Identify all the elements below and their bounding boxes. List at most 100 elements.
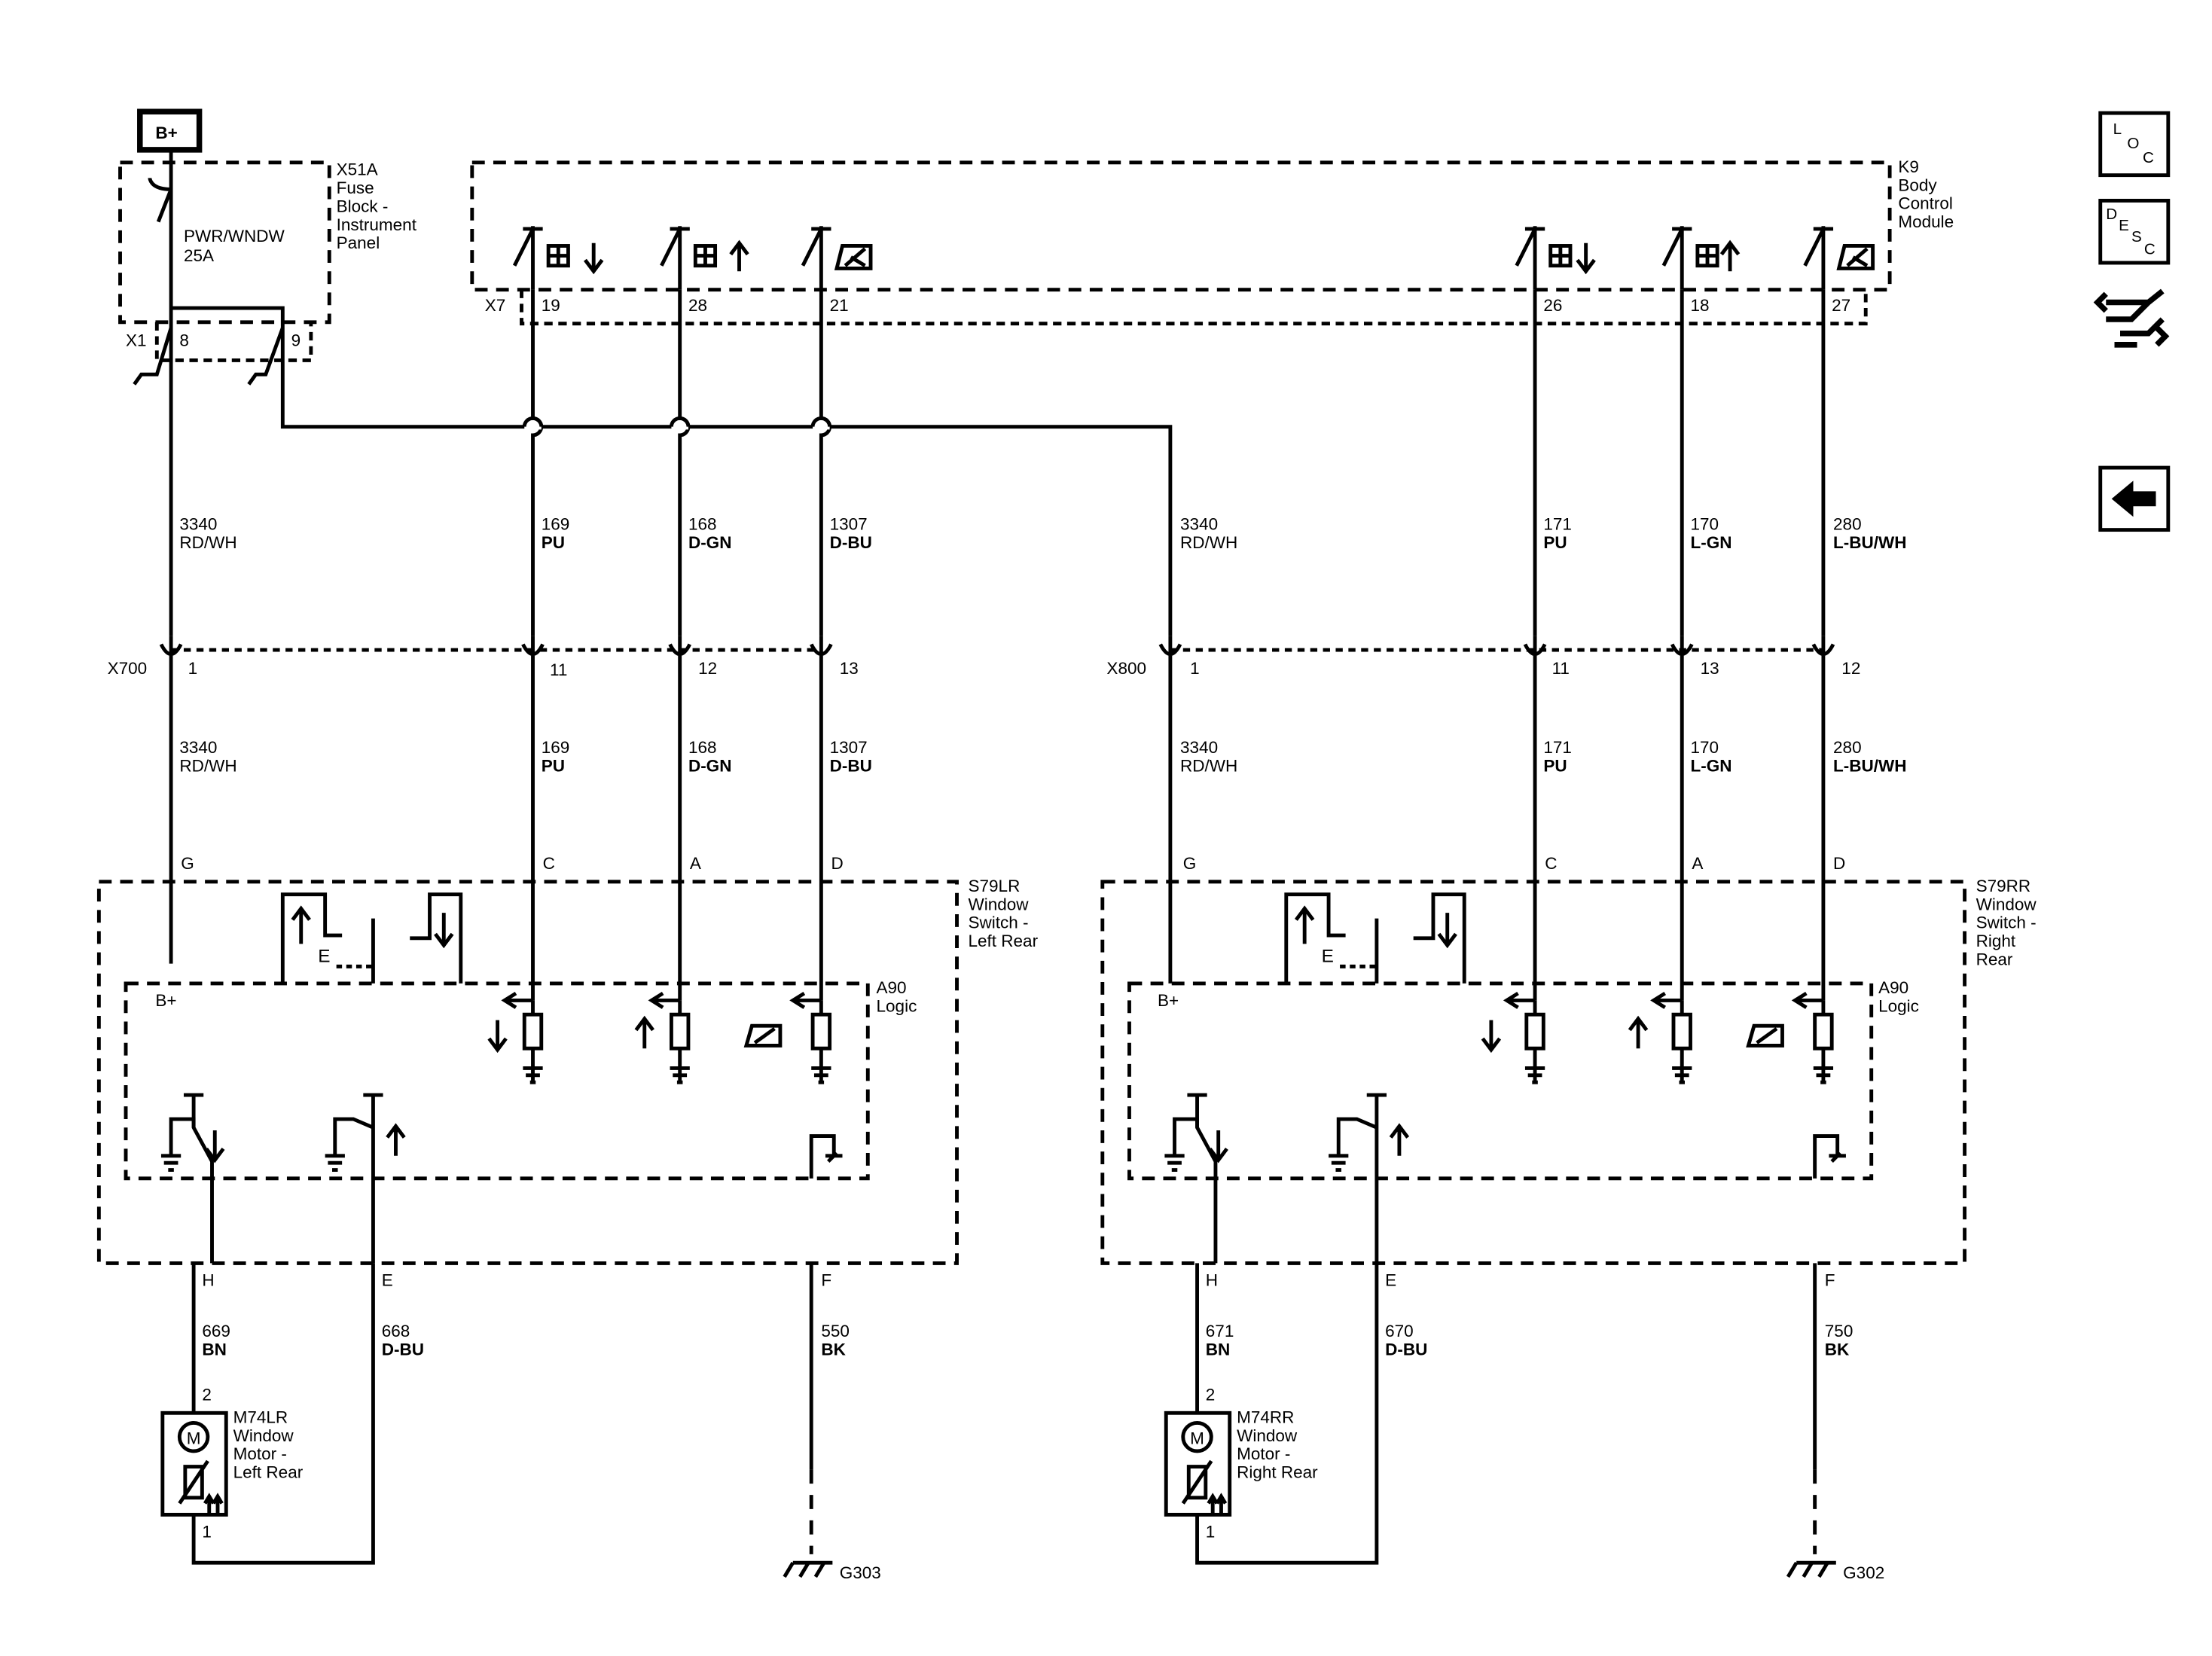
wire-circuit-label: 170 [1691,738,1719,757]
fuse-block-name-3: Instrument [337,215,417,234]
back-button-frame[interactable] [2098,465,2171,532]
fuse-rating: 25A [184,246,214,265]
x800-pin: 12 [1841,659,1860,678]
wire-circuit-label: 168 [688,738,717,757]
left-logic-name: Logic [877,996,917,1015]
wire-color-label: PU [1543,756,1567,775]
wire-circuit-label: 550 [821,1322,850,1340]
bcm-name-2: Control [1898,194,1953,213]
bcm-switch-18 [1661,226,1692,290]
wire-color-label: D-BU [382,1340,424,1359]
wire-circuit-label: 3340 [179,738,217,757]
wire-circuit-label: 169 [542,515,570,534]
right-express-letter: E [1322,947,1334,967]
right-switch-pin: G [1183,854,1197,873]
fuse-feed-wire-9 [171,306,1173,636]
left-switch-mechanism [280,892,463,984]
right-switch-pin-bottom: H [1206,1270,1218,1289]
left-switch-pin: C [543,854,555,873]
right-switch-box [1100,880,1967,1265]
bcm-switch-26 [1515,226,1545,290]
window-up-icon [693,239,749,272]
bcm-pin: 21 [830,296,849,315]
right-switch-name-3: Right [1976,932,2016,950]
right-logic-box [1127,981,1874,1181]
wire-circuit-label: 280 [1833,515,1862,534]
x1-terminal-8-icon [133,327,173,386]
wire-circuit-label: 168 [688,515,717,534]
right-motor-name-1: Window [1237,1426,1298,1445]
wire-670 [1195,1263,1379,1565]
x700-pin: 12 [698,659,717,678]
wire-circuit-label: 169 [542,738,570,757]
left-motor-m: M [187,1429,201,1448]
desc-letter: S [2131,228,2142,246]
inline-terminal-icons [159,636,1835,657]
window-lockout-icon [834,244,873,270]
left-motor-pin-bottom: 1 [202,1522,212,1541]
left-logic-id: A90 [877,978,907,997]
fuse-icon [148,149,173,309]
right-switch-pin: D [1833,854,1845,873]
right-switch-mechanism [1284,892,1466,984]
bcm-switch-19 [512,226,543,290]
wire-168-upper [678,289,691,636]
right-logic-id: A90 [1878,978,1908,997]
wire-color-label: D-GN [688,533,732,552]
wire-color-label: BK [1825,1340,1850,1359]
bcm-pin: 28 [688,296,707,315]
wire-color-label: L-GN [1691,533,1732,552]
bcm-switch-21 [801,226,831,290]
fuse-block-name-1: Fuse [337,178,374,197]
loc-button-frame[interactable] [2098,111,2171,178]
bcm-pin: 19 [542,296,560,315]
left-switch-pin: G [181,854,194,873]
x1-terminal-9-icon [247,327,285,386]
loc-letter: C [2143,149,2154,166]
wire-circuit-label: 668 [382,1322,410,1340]
left-switch-name-1: Window [969,895,1030,913]
wire-circuit-label: 171 [1543,738,1572,757]
wire-color-label: L-GN [1691,756,1732,775]
x700-pin: 13 [840,659,859,678]
left-switch-name-2: Switch - [969,913,1029,932]
bcm-switch-27 [1803,226,1834,290]
wire-1307-upper [819,289,831,636]
fuse-block-id: X51A [337,160,378,179]
bcm-switch-28 [660,226,690,290]
ground-g302-label: G302 [1843,1563,1884,1582]
left-motor-pin-top: 2 [202,1385,212,1404]
right-switch-name-2: Switch - [1976,913,2037,932]
right-switch-pin-bottom: F [1825,1270,1835,1289]
b-plus-label: B+ [155,124,177,142]
wire-color-label: RD/WH [179,756,236,775]
wire-color-label: PU [1543,533,1567,552]
left-switch-box [96,880,959,1265]
right-logic-bplus: B+ [1158,991,1179,1010]
wire-circuit-label: 171 [1543,515,1572,534]
desc-button-frame[interactable] [2098,198,2171,265]
bcm-connector-label: X7 [485,296,506,315]
wire-color-label: RD/WH [1180,756,1237,775]
right-logic-name: Logic [1878,996,1919,1015]
loc-letter: O [2127,135,2139,152]
wire-color-label: D-BU [830,533,872,552]
ground-g303-icon [783,1560,833,1578]
x800-label: X800 [1106,659,1146,678]
wire-circuit-label: 3340 [179,515,217,534]
left-motor-symbol [160,1410,228,1517]
circuit-flow-icon[interactable] [2093,288,2170,348]
left-motor-name-3: Left Rear [233,1463,304,1482]
wire-circuit-label: 670 [1385,1322,1414,1340]
right-switch-pin-bottom: E [1385,1270,1396,1289]
bcm-name-3: Module [1898,212,1954,231]
left-express-letter: E [318,947,330,967]
left-switch-pin-bottom: F [821,1270,831,1289]
wire-circuit-label: 1307 [830,738,868,757]
desc-letter: E [2119,217,2129,234]
desc-letter: D [2106,206,2117,223]
bcm-id: K9 [1898,157,1919,176]
wire-color-label: D-GN [688,756,732,775]
left-switch-name-3: Left Rear [969,932,1039,950]
right-motor-relays [1164,1093,1846,1264]
